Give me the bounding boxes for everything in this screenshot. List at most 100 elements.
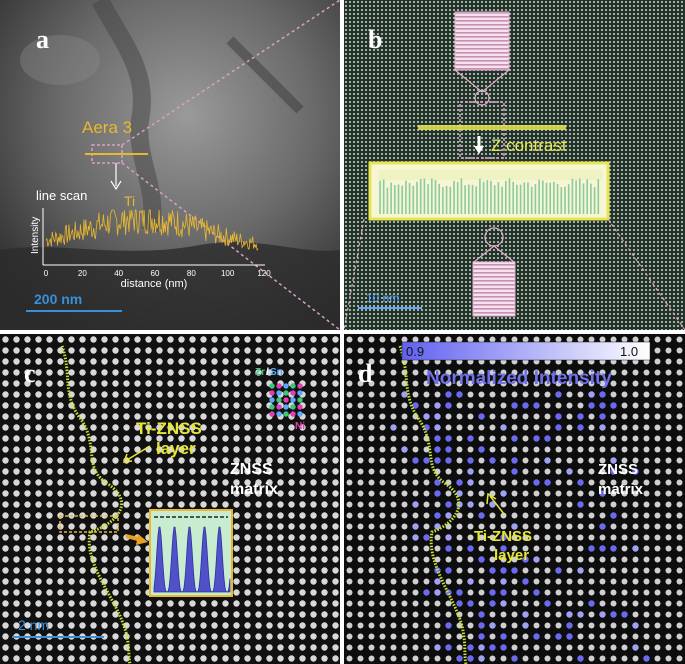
panel-b: Z contrast b 10 nm — [344, 0, 685, 330]
low-intensity-atom — [412, 501, 419, 508]
legend-atom — [290, 404, 296, 410]
layer-label-line2: layer — [156, 439, 196, 458]
low-intensity-atom — [445, 512, 452, 519]
low-intensity-atom — [555, 567, 562, 574]
low-intensity-atom — [423, 457, 430, 464]
low-intensity-atom — [599, 391, 606, 398]
low-intensity-atom — [434, 490, 441, 497]
low-intensity-atom — [478, 644, 485, 651]
low-intensity-atom — [467, 655, 474, 662]
matrix-label-line2: matrix — [230, 481, 278, 498]
low-intensity-atom — [434, 402, 441, 409]
low-intensity-atom — [632, 644, 639, 651]
low-intensity-atom — [434, 435, 441, 442]
low-intensity-atom — [632, 622, 639, 629]
z-arrow-head — [474, 146, 484, 154]
low-intensity-atom — [489, 567, 496, 574]
low-intensity-atom — [588, 402, 595, 409]
low-intensity-atom — [478, 655, 485, 662]
legend-atom — [283, 390, 289, 396]
low-intensity-atom — [610, 468, 617, 475]
low-intensity-atom — [467, 457, 474, 464]
low-intensity-atom — [555, 391, 562, 398]
low-intensity-atom — [456, 391, 463, 398]
low-intensity-atom — [588, 600, 595, 607]
low-intensity-atom — [467, 600, 474, 607]
low-intensity-atom — [577, 479, 584, 486]
low-intensity-atom — [434, 523, 441, 530]
intensity-profile — [153, 526, 231, 593]
low-intensity-atom — [500, 644, 507, 651]
profile-peaks — [379, 178, 600, 214]
low-intensity-atom — [445, 446, 452, 453]
low-intensity-atom — [511, 655, 518, 662]
low-intensity-atom — [423, 534, 430, 541]
low-intensity-atom — [533, 435, 540, 442]
low-intensity-atom — [522, 578, 529, 585]
panel-d-label: d — [358, 359, 373, 388]
low-intensity-atom — [610, 545, 617, 552]
low-intensity-atom — [434, 424, 441, 431]
low-intensity-atom — [467, 468, 474, 475]
legend-atom — [297, 390, 303, 396]
low-intensity-atom — [445, 501, 452, 508]
low-intensity-atom — [533, 633, 540, 640]
panel-c-label: c — [24, 359, 36, 388]
low-intensity-atom — [456, 589, 463, 596]
normalized-intensity-map — [390, 391, 650, 662]
ti-label: Ti — [124, 193, 135, 209]
legend-atom — [290, 383, 296, 389]
low-intensity-atom — [489, 457, 496, 464]
low-intensity-atom — [522, 611, 529, 618]
low-intensity-atom — [478, 413, 485, 420]
low-intensity-atom — [423, 589, 430, 596]
x-tick-label: 80 — [187, 269, 196, 278]
legend-atom — [297, 404, 303, 410]
low-intensity-atom — [434, 457, 441, 464]
zr-sn-ni-site-legend — [269, 383, 303, 417]
panel-d: 0.9 1.0 Normalized Intensity ZNSS matrix… — [344, 334, 685, 664]
low-intensity-atom — [434, 578, 441, 585]
low-intensity-atom — [566, 633, 573, 640]
legend-sn: Sn — [270, 367, 283, 378]
x-tick-label: 100 — [221, 269, 235, 278]
highlight-line — [418, 125, 566, 130]
low-intensity-atom — [533, 556, 540, 563]
layer-arrow-d-head — [486, 492, 497, 505]
legend-atom — [269, 397, 275, 403]
x-tick-label: 0 — [44, 269, 49, 278]
legend-atom — [283, 383, 289, 389]
low-intensity-atom — [456, 479, 463, 486]
low-intensity-atom — [445, 457, 452, 464]
bottom-inset — [472, 261, 516, 317]
legend-atom — [290, 397, 296, 403]
legend-atom — [297, 383, 303, 389]
low-intensity-atom — [412, 534, 419, 541]
low-intensity-atom — [467, 644, 474, 651]
low-intensity-atom — [500, 490, 507, 497]
x-tick-label: 60 — [151, 269, 160, 278]
x-tick-label: 120 — [257, 269, 271, 278]
matrix-label-d-line2: matrix — [598, 481, 644, 498]
low-intensity-atom — [522, 556, 529, 563]
low-intensity-atom — [632, 468, 639, 475]
low-intensity-atom — [643, 655, 650, 662]
low-intensity-atom — [500, 424, 507, 431]
low-intensity-atom — [489, 644, 496, 651]
low-intensity-atom — [456, 600, 463, 607]
low-intensity-atom — [412, 457, 419, 464]
colorbar — [401, 341, 651, 361]
ti-intensity-trace — [45, 209, 259, 252]
low-intensity-atom — [555, 633, 562, 640]
low-intensity-atom — [511, 402, 518, 409]
low-intensity-atom — [478, 446, 485, 453]
low-intensity-atom — [588, 545, 595, 552]
x-tick-label: 40 — [114, 269, 123, 278]
profile-source-box — [59, 515, 119, 533]
z-contrast-label: Z contrast — [491, 136, 567, 155]
scale-bar-label-c: 2 nm — [18, 617, 49, 633]
low-intensity-atom — [544, 479, 551, 486]
legend-atom — [276, 383, 282, 389]
